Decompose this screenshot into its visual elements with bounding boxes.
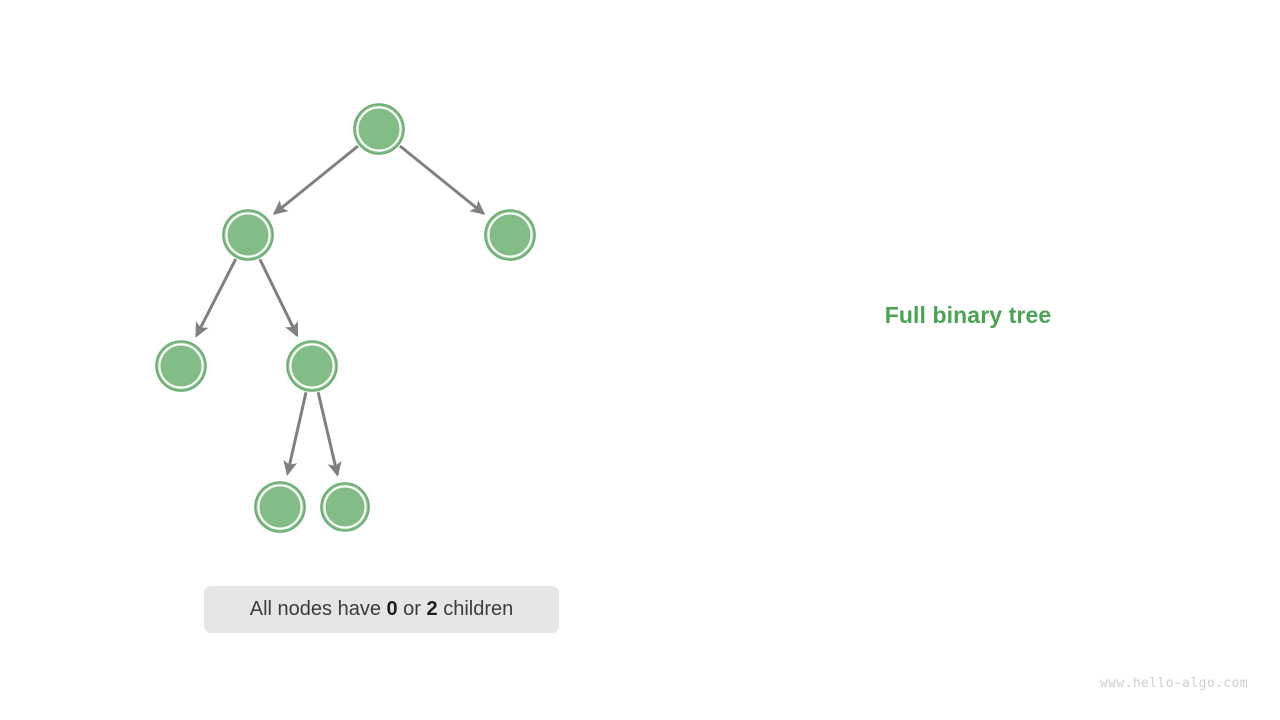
tree-node-inner-ring	[487, 212, 533, 258]
tree-node	[286, 340, 338, 392]
tree-node-inner-ring	[158, 343, 204, 389]
caption-badge: All nodes have 0 or 2 children	[204, 586, 559, 633]
tree-node	[254, 481, 306, 533]
tree-node	[222, 209, 274, 261]
tree-node-inner-disc	[227, 214, 269, 256]
tree-node-inner-disc	[291, 345, 333, 387]
tree-edge	[399, 144, 486, 215]
tree-edge	[316, 391, 342, 477]
tree-node	[155, 340, 207, 392]
tree-edge	[272, 144, 359, 215]
caption-suffix: children	[437, 598, 514, 620]
tree-node-inner-ring	[289, 343, 335, 389]
caption-middle: or	[397, 598, 427, 620]
tree-node-inner-ring	[257, 484, 303, 530]
caption-prefix: All nodes have	[249, 598, 387, 620]
tree-node-inner-ring	[356, 106, 402, 152]
tree-node-inner-disc	[489, 214, 531, 256]
caption-text: All nodes have 0 or 2 children	[250, 598, 514, 621]
edge-layer	[195, 144, 486, 477]
tree-node	[320, 482, 370, 532]
tree-node-inner-disc	[325, 487, 365, 527]
tree-edge	[258, 258, 299, 338]
caption-bold-two: 2	[426, 598, 438, 620]
node-layer	[155, 103, 536, 533]
tree-node	[353, 103, 405, 155]
tree-node-inner-ring	[225, 212, 271, 258]
tree-edge	[195, 258, 238, 338]
tree-node-inner-disc	[160, 345, 202, 387]
tree-node-inner-disc	[358, 108, 400, 150]
tree-node-inner-ring	[323, 485, 367, 529]
tree-node-inner-disc	[259, 486, 301, 528]
page-title: Full binary tree	[884, 302, 1052, 328]
site-watermark: www.hello-algo.com	[1099, 676, 1248, 691]
tree-edge	[283, 391, 308, 476]
tree-node	[484, 209, 536, 261]
caption-bold-zero: 0	[386, 598, 398, 620]
